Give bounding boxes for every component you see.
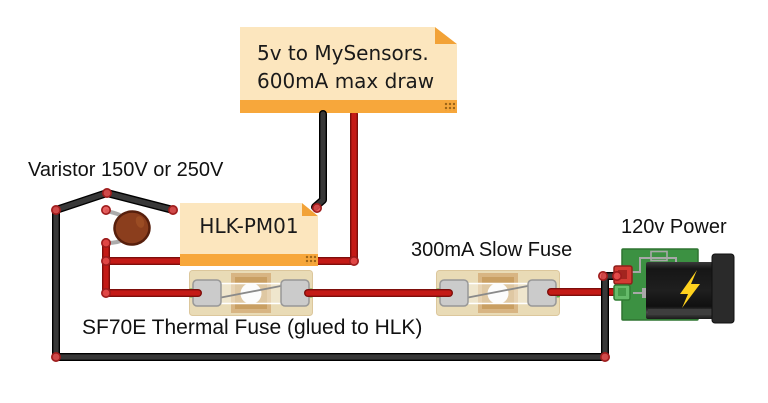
note-mysensors[interactable]: 5v to MySensors. 600mA max draw — [240, 27, 457, 113]
note-line-2: 600mA max draw — [257, 69, 435, 93]
junction-dot[interactable] — [50, 205, 61, 216]
plug-terminal-green-inner — [618, 288, 626, 296]
plug-end-cap — [711, 253, 735, 324]
pcb-fuse-symbol — [650, 250, 668, 262]
varistor-label[interactable]: Varistor 150V or 250V — [28, 159, 224, 181]
junction-dot[interactable] — [50, 351, 61, 362]
note-line-1: 5v to MySensors. — [257, 41, 429, 65]
junction-dot[interactable] — [101, 287, 112, 298]
note-bottom-bar — [180, 254, 318, 266]
note-grip-icon[interactable] — [444, 102, 455, 111]
plug-barrel-stripe — [648, 309, 712, 315]
power-plug[interactable] — [621, 248, 735, 324]
slow-fuse-label[interactable]: 300mA Slow Fuse — [411, 239, 573, 261]
junction-dot[interactable] — [597, 270, 608, 281]
power-label[interactable]: 120v Power — [621, 216, 727, 238]
junction-dots[interactable] — [50, 188, 622, 362]
junction-dot[interactable] — [101, 238, 112, 249]
junction-dot[interactable] — [101, 255, 112, 266]
junction-dot[interactable] — [599, 351, 610, 362]
plug-barrel[interactable] — [646, 262, 714, 319]
hlk-label: HLK-PM01 — [199, 214, 299, 238]
thermal-fuse-label[interactable]: SF70E Thermal Fuse (glued to HLK) — [82, 316, 423, 339]
junction-dot[interactable] — [101, 205, 112, 216]
pcb-trace-top — [632, 257, 677, 273]
junction-dot[interactable] — [348, 255, 359, 266]
lightning-bolt-icon — [680, 270, 700, 308]
note-bottom-bar — [240, 100, 457, 113]
junction-dot[interactable] — [311, 203, 322, 214]
note-grip-icon[interactable] — [305, 255, 316, 264]
wire-black-varistor-to-hlk[interactable] — [52, 189, 177, 214]
varistor-highlight — [135, 216, 145, 228]
junction-dot[interactable] — [102, 188, 113, 199]
wire-black-note-to-hlk[interactable] — [311, 110, 327, 211]
note-hlk-pm01[interactable]: HLK-PM01 — [180, 203, 318, 266]
plug-terminals[interactable] — [613, 265, 633, 301]
junction-dot[interactable] — [611, 270, 622, 281]
slow-blow-fuse[interactable] — [436, 270, 560, 316]
plug-terminal-red-inner — [618, 270, 627, 279]
junction-dot[interactable] — [168, 205, 179, 216]
